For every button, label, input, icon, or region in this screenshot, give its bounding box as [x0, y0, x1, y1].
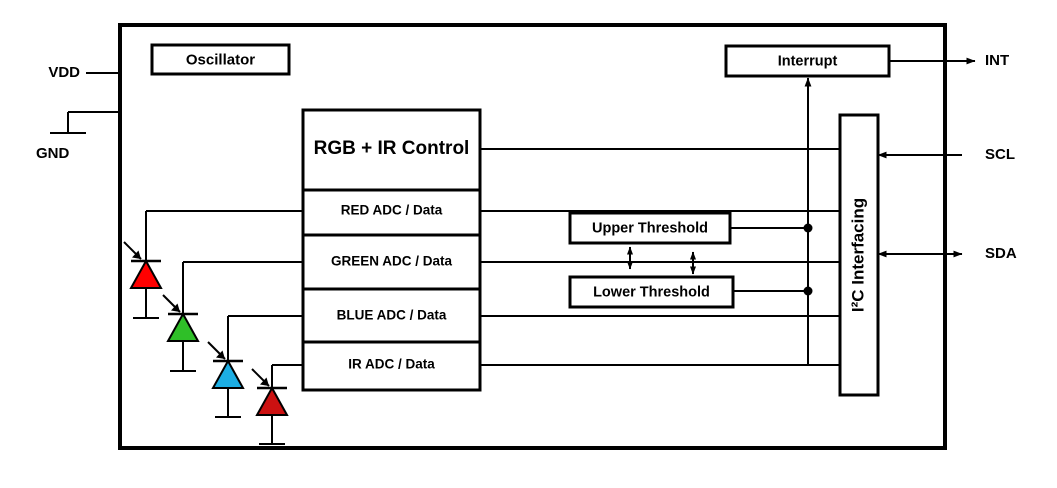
- gnd-label: GND: [36, 145, 70, 162]
- ir-photodiode-group: [251, 364, 303, 445]
- oscillator-label: Oscillator: [186, 51, 255, 68]
- green-adc-label: GREEN ADC / Data: [331, 254, 453, 269]
- upper-threshold-label: Upper Threshold: [592, 220, 708, 236]
- vdd-label: VDD: [48, 64, 80, 81]
- sda-label: SDA: [985, 245, 1017, 262]
- red-light-arrowhead: [132, 250, 141, 259]
- rgb-ir-control-label: RGB + IR Control: [314, 138, 470, 159]
- scl-pin-group: SCL: [877, 146, 1015, 163]
- upper-threshold-block[interactable]: Upper Threshold: [568, 211, 732, 245]
- ir-adc-label: IR ADC / Data: [348, 357, 435, 372]
- lower-threshold-box: [568, 275, 735, 309]
- lower-threshold-block[interactable]: Lower Threshold: [568, 275, 735, 309]
- blue-adc-label: BLUE ADC / Data: [337, 308, 447, 323]
- chip-boundary: [118, 23, 947, 450]
- int-label: INT: [985, 52, 1009, 69]
- blue-light-arrowhead: [216, 350, 225, 359]
- lower-threshold-label: Lower Threshold: [593, 284, 710, 300]
- green-photodiode-group: [162, 261, 303, 372]
- oscillator-box: [150, 43, 291, 76]
- scl-label: SCL: [985, 146, 1015, 163]
- int-pin-group: INT: [889, 52, 1009, 69]
- interrupt-box: [724, 44, 891, 78]
- sda-pin-group: SDA: [877, 245, 1017, 262]
- i2c-interfacing-block[interactable]: I²C Interfacing: [838, 113, 880, 397]
- i2c-label: I²C Interfacing: [848, 198, 867, 312]
- oscillator-block[interactable]: Oscillator: [150, 43, 291, 76]
- blue-photodiode-group: [207, 315, 303, 418]
- rgb-ir-adc-stack: RGB + IR Control RED ADC / Data GREEN AD…: [301, 108, 482, 392]
- interrupt-block[interactable]: Interrupt: [724, 44, 891, 78]
- i2c-box: [838, 113, 880, 397]
- ir-light-arrowhead: [260, 377, 269, 386]
- interrupt-label: Interrupt: [778, 53, 838, 69]
- vdd-pin-group: VDD: [48, 64, 120, 81]
- green-light-arrowhead: [171, 303, 180, 312]
- red-photodiode-group: [123, 210, 303, 319]
- upper-threshold-box: [568, 211, 732, 245]
- red-adc-label: RED ADC / Data: [341, 203, 443, 218]
- gnd-pin-group: GND: [36, 111, 120, 162]
